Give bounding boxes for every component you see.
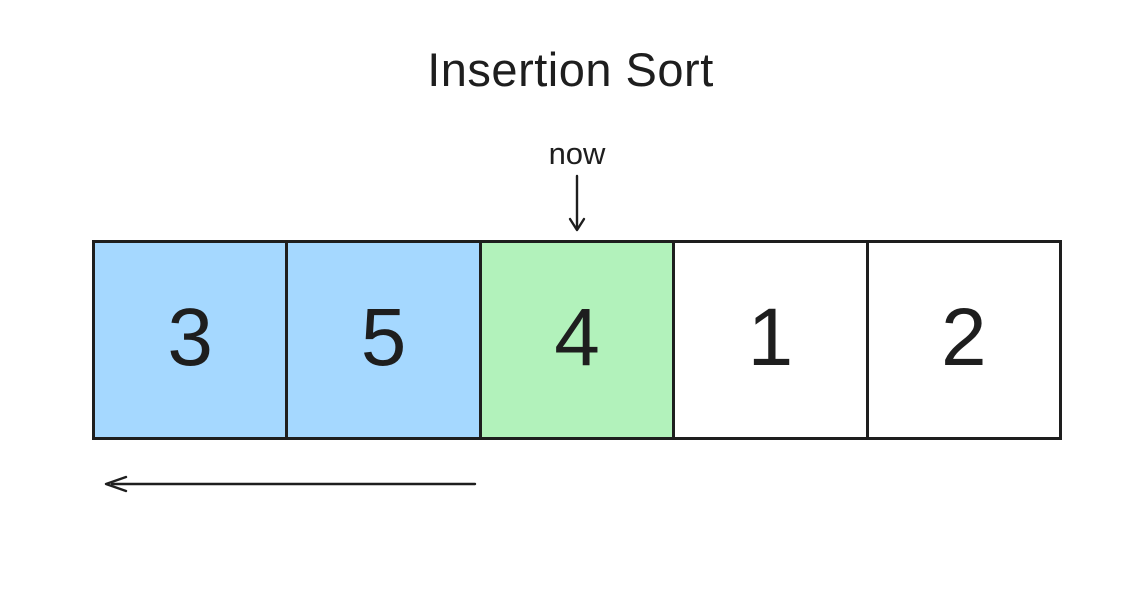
array-cell: 4 bbox=[478, 243, 673, 437]
array-cell: 3 bbox=[95, 243, 286, 437]
now-label: now bbox=[548, 136, 606, 171]
arrow-down-icon bbox=[568, 174, 586, 232]
array-cell: 5 bbox=[285, 243, 479, 437]
array-cell: 1 bbox=[672, 243, 866, 437]
diagram-title: Insertion Sort bbox=[427, 43, 714, 96]
arrow-left-icon bbox=[104, 475, 477, 493]
cell-value: 4 bbox=[554, 292, 600, 383]
array-cell: 2 bbox=[865, 243, 1060, 437]
array: 3 5 4 1 2 bbox=[92, 240, 1062, 440]
cell-value: 1 bbox=[747, 292, 794, 383]
cell-value: 3 bbox=[167, 292, 213, 383]
cell-value: 2 bbox=[941, 292, 987, 383]
cell-value: 5 bbox=[360, 292, 407, 383]
